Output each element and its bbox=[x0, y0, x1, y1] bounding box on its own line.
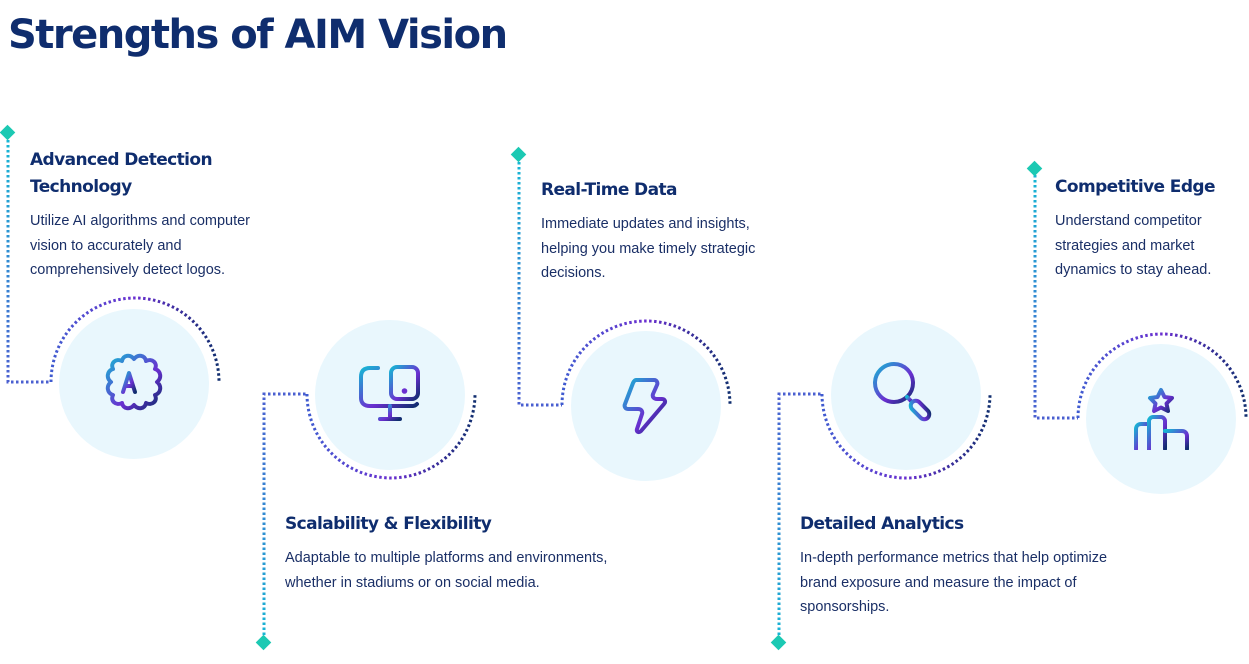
diamond-marker-1 bbox=[0, 124, 16, 141]
feature-heading: Competitive Edge bbox=[1055, 177, 1215, 197]
feature-description: Utilize AI algorithms and computer visio… bbox=[30, 213, 251, 278]
page-title: Strengths of AIM Vision bbox=[8, 12, 508, 58]
feature-heading: Advanced Detection Technology bbox=[30, 150, 213, 197]
connector-arc-4 bbox=[820, 393, 992, 480]
lightning-icon bbox=[622, 378, 668, 435]
feature-item-5: Competitive Edge Understand competitor s… bbox=[1055, 174, 1245, 283]
connector-arc-1 bbox=[49, 296, 221, 383]
feature-heading: Detailed Analytics bbox=[800, 514, 964, 534]
feature-description: Adaptable to multiple platforms and envi… bbox=[285, 550, 608, 591]
connector-line-5 bbox=[1033, 175, 1078, 420]
connector-arc-3 bbox=[560, 319, 732, 406]
connector-line-3 bbox=[517, 162, 562, 407]
feature-item-4: Detailed Analytics In-depth performance … bbox=[800, 511, 1110, 620]
diamond-marker-5 bbox=[1026, 160, 1043, 177]
podium-star-icon bbox=[1130, 388, 1193, 450]
feature-heading: Scalability & Flexibility bbox=[285, 514, 492, 534]
connector-line-1 bbox=[6, 140, 51, 384]
diamond-marker-3 bbox=[510, 146, 527, 163]
connector-line-2 bbox=[262, 392, 307, 640]
diamond-marker-2 bbox=[255, 634, 272, 651]
magnifier-icon bbox=[873, 362, 932, 422]
feature-item-3: Real-Time Data Immediate updates and ins… bbox=[541, 177, 791, 286]
icon-circle-4 bbox=[831, 320, 981, 470]
connector-arc-5 bbox=[1076, 332, 1248, 419]
monitor-tablet-icon bbox=[359, 365, 420, 421]
connector-line-4 bbox=[777, 392, 822, 640]
diamond-marker-4 bbox=[770, 634, 787, 651]
feature-description: Immediate updates and insights, helping … bbox=[541, 216, 756, 281]
feature-description: In-depth performance metrics that help o… bbox=[800, 550, 1108, 615]
icon-circle-3 bbox=[571, 331, 721, 481]
ai-brain-icon bbox=[105, 353, 163, 411]
feature-item-2: Scalability & Flexibility Adaptable to m… bbox=[285, 511, 625, 595]
feature-item-1: Advanced Detection Technology Utilize AI… bbox=[30, 147, 280, 283]
feature-description: Understand competitor strategies and mar… bbox=[1055, 213, 1212, 278]
connector-arc-2 bbox=[305, 393, 477, 480]
feature-heading: Real-Time Data bbox=[541, 180, 677, 200]
